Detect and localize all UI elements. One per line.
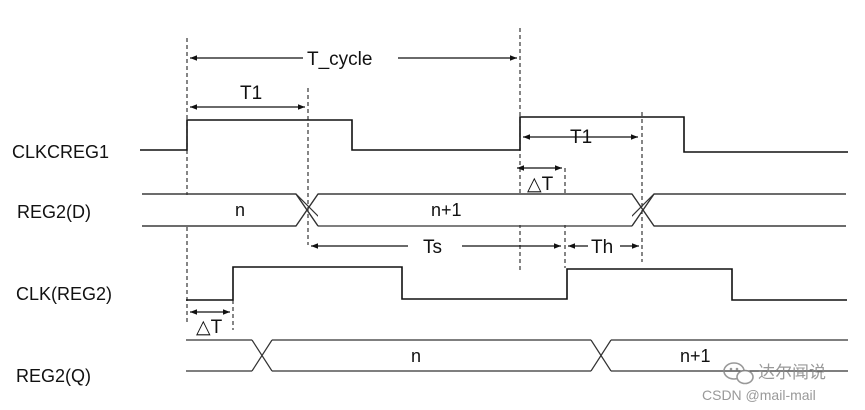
- wechat-icon: [723, 362, 754, 385]
- bus-d-mask-right: [655, 195, 845, 225]
- delta-t-a-label: △T: [196, 317, 223, 338]
- bus-d-mask: [318, 195, 632, 225]
- wave-clk-reg2: [186, 266, 847, 301]
- watermark: 达尔闻说 CSDN @mail-mail: [702, 362, 826, 403]
- bus-q-value-n1: n+1: [680, 346, 711, 366]
- bus-q-mask: [272, 341, 591, 371]
- bus-d-mask-left: [143, 195, 295, 225]
- watermark-credit: CSDN @mail-mail: [702, 387, 816, 403]
- bus-q-value-n: n: [411, 346, 421, 366]
- t-cycle-label: T_cycle: [307, 49, 372, 70]
- label-clkcreg1: CLKCREG1: [12, 142, 109, 162]
- label-clk-reg2: CLK(REG2): [16, 284, 112, 304]
- bus-q-cross1b: [251, 339, 273, 372]
- label-reg2-d: REG2(D): [17, 202, 91, 222]
- delta-t-b-label: △T: [527, 174, 554, 195]
- watermark-brand: 达尔闻说: [758, 363, 826, 382]
- label-reg2-q: REG2(Q): [16, 366, 91, 386]
- t1-b-label: T1: [570, 127, 592, 148]
- th-label: Th: [591, 237, 613, 258]
- t1-a-label: T1: [240, 83, 262, 104]
- ts-label: Ts: [423, 237, 442, 258]
- wave-clkcreg1: [140, 116, 848, 153]
- bus-q-cross2b: [590, 339, 612, 372]
- bus-d-value-n1: n+1: [431, 200, 462, 220]
- bus-d-value-n: n: [235, 200, 245, 220]
